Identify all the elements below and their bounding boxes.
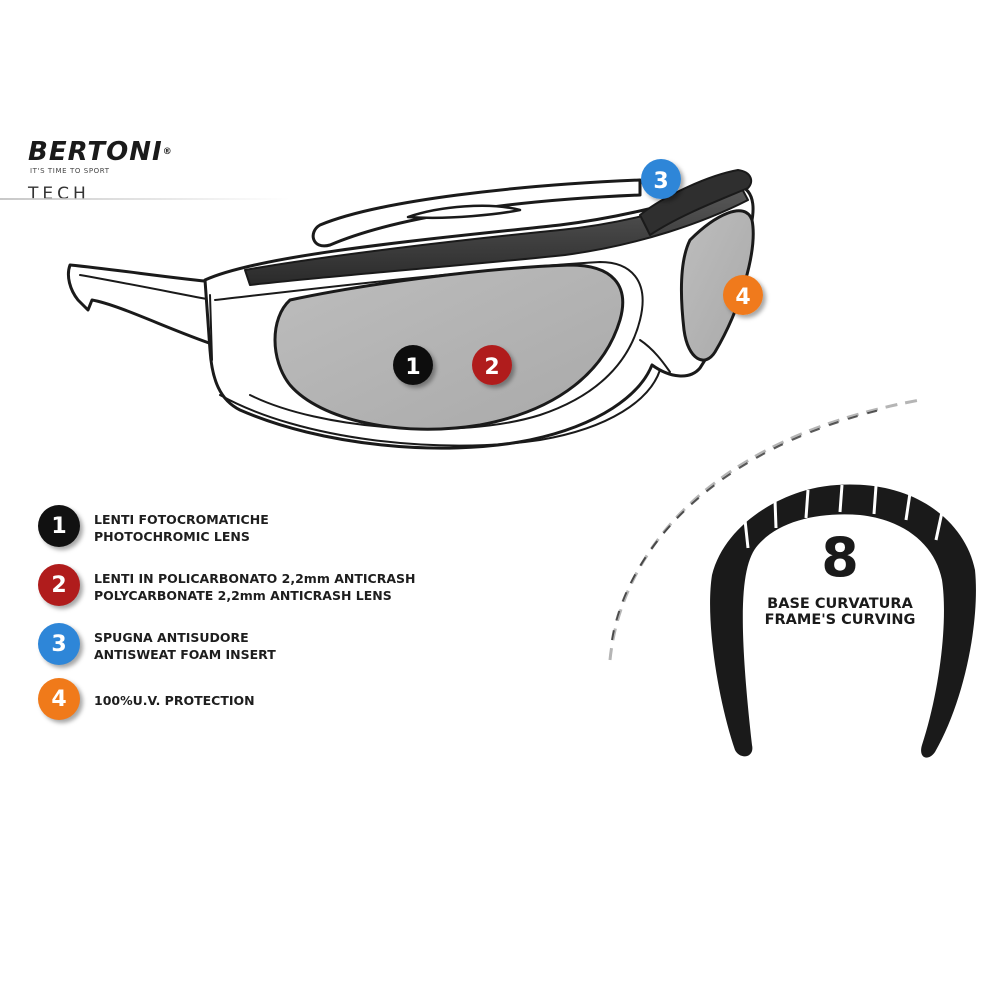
callout-4-circle (723, 275, 763, 315)
brand-name: BERTONI® (28, 137, 173, 167)
curvature-number: 8 (821, 526, 859, 589)
registered-mark: ® (162, 147, 173, 157)
legend-text-1: LENTI FOTOCROMATICHE PHOTOCHROMIC LENS (94, 511, 269, 545)
callout-3-number: 3 (653, 169, 668, 194)
curvature-arc (608, 398, 921, 661)
legend-badge-4: 4 (38, 678, 80, 720)
legend-1-line1: LENTI FOTOCROMATICHE (94, 512, 269, 527)
callout-1-number: 1 (405, 355, 420, 380)
legend-text-4: 100%U.V. PROTECTION (94, 692, 255, 709)
callout-badge-4: 4 (723, 275, 763, 315)
legend-3-line2: ANTISWEAT FOAM INSERT (94, 647, 276, 662)
legend-2-line1: LENTI IN POLICARBONATO 2,2mm ANTICRASH (94, 571, 416, 586)
callout-4-number: 4 (735, 285, 750, 310)
brand-divider (0, 198, 290, 200)
callout-badge-2: 2 (472, 345, 512, 385)
curvature-label-en: FRAME'S CURVING (764, 612, 916, 628)
legend-text-3: SPUGNA ANTISUDORE ANTISWEAT FOAM INSERT (94, 629, 276, 663)
legend-badge-1: 1 (38, 505, 80, 547)
legend-badge-3: 3 (38, 623, 80, 665)
legend-text-2: LENTI IN POLICARBONATO 2,2mm ANTICRASH P… (94, 570, 415, 604)
curvature-label-it: BASE CURVATURA (767, 596, 913, 612)
frame-curve-shape (710, 484, 976, 758)
legend-4-line1: 100%U.V. PROTECTION (94, 693, 255, 708)
callout-2-number: 2 (484, 355, 499, 380)
callout-badge-1: 1 (393, 345, 433, 385)
legend-badge-2: 2 (38, 564, 80, 606)
callout-badge-3: 3 (641, 159, 681, 199)
callout-1-circle (393, 345, 433, 385)
callout-2-circle (472, 345, 512, 385)
legend-1-line2: PHOTOCHROMIC LENS (94, 529, 250, 544)
legend-3-line1: SPUGNA ANTISUDORE (94, 630, 249, 645)
legend-2-line2: POLYCARBONATE 2,2mm ANTICRASH LENS (94, 588, 392, 603)
brand-tagline: IT'S TIME TO SPORT (30, 167, 110, 175)
glasses-frame (66, 169, 755, 450)
callout-3-circle (641, 159, 681, 199)
curvature-label: BASE CURVATURA FRAME'S CURVING (740, 596, 940, 628)
